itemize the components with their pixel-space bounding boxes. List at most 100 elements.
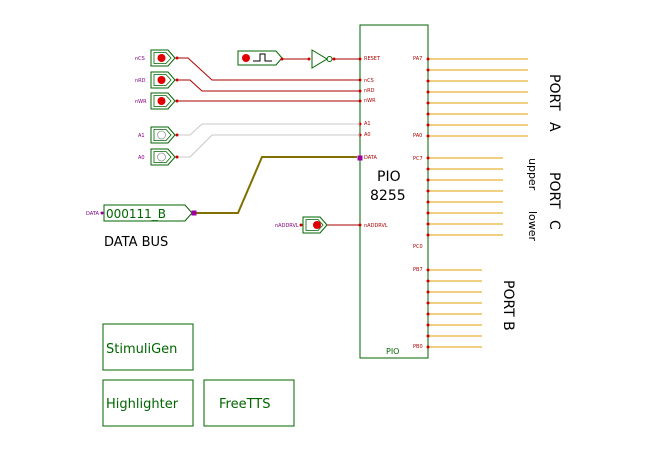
switch-output-dot (175, 133, 179, 137)
pin-dot-data (357, 155, 363, 161)
wire-data-bus (195, 156, 357, 214)
chip-name-line2: 8255 (370, 188, 406, 204)
port-b-pin-dot-5 (426, 290, 430, 294)
port-c-pin-dot-1 (426, 222, 430, 226)
switch-inner (153, 74, 172, 86)
pin-label-pc7: PC7 (413, 156, 423, 162)
port-a-pin-dot-1 (426, 123, 430, 127)
control-wires (177, 57, 360, 226)
port-b-pin-dot-7 (426, 268, 430, 272)
pin-label-nwr: nWR (364, 98, 376, 104)
pin-label-pa7: PA7 (413, 56, 422, 62)
pin-label-pb7: PB7 (413, 267, 423, 273)
switch-label-nwr: nWR (135, 99, 147, 105)
pin-label-naddrvl: nADDRVL (364, 223, 388, 229)
data-bus-field[interactable]: DATA 000111_B (86, 204, 197, 222)
port-c-pin-dot-5 (426, 178, 430, 182)
port-c-pin-dot-4 (426, 189, 430, 193)
switch-inner (305, 219, 324, 231)
wire-a1 (177, 123, 360, 136)
port-a-pin-dot-2 (426, 112, 430, 116)
switch-body (150, 148, 176, 166)
stimuligen-button[interactable]: StimuliGen (102, 323, 194, 371)
freetts-button-label: FreeTTS (219, 397, 271, 412)
port-b-pin-dot-2 (426, 323, 430, 327)
port-c-pin-dot-6 (426, 167, 430, 171)
reset-source-output-dot (280, 57, 284, 61)
input-switch-naddrvl[interactable]: nADDRVL (275, 216, 328, 234)
switch-body (150, 92, 176, 110)
reset-pulse-source[interactable] (237, 50, 284, 66)
switch-body (302, 216, 328, 234)
switch-label-ncs: nCS (135, 56, 145, 62)
switch-inner (153, 151, 172, 163)
pio-8255-chip: PIO 8255 PIO RESET nCS nRD nWR A1 A0 DAT… (357, 24, 429, 359)
port-a-label-line1: PORT (546, 74, 562, 111)
input-switch-ncs[interactable]: nCS (135, 49, 179, 67)
stimuligen-button-frame (102, 323, 194, 371)
port-c-pin-dot-7 (426, 156, 430, 160)
wire-nrd (177, 79, 360, 92)
freetts-button[interactable]: FreeTTS (203, 379, 295, 427)
reset-source-body (237, 50, 283, 66)
switch-label-a0: A0 (138, 155, 145, 161)
stimuligen-button-label: StimuliGen (106, 342, 177, 357)
inverter-triangle-icon (311, 49, 328, 69)
freetts-button-frame (203, 379, 295, 427)
inverter-output-dot (332, 57, 336, 61)
pin-label-ncs: nCS (364, 78, 374, 84)
inverter-input-dot (307, 57, 311, 61)
wire-ncs (177, 57, 360, 81)
switch-led-on (157, 97, 166, 105)
switch-output-dot (175, 99, 179, 103)
port-b-pin-dot-3 (426, 312, 430, 316)
port-a-pin-dot-5 (426, 79, 430, 83)
port-b-label: PORT B (500, 280, 516, 331)
port-a-pin-dot-3 (426, 101, 430, 105)
port-a-pin-dot-7 (426, 57, 430, 61)
switch-body (150, 49, 176, 67)
port-c-upper-label: upper (526, 158, 539, 191)
input-switch-nrd[interactable]: nRD (135, 71, 179, 89)
switch-led-off (157, 152, 166, 162)
data-bus-field-body (103, 204, 193, 222)
switch-input-dot (299, 223, 303, 227)
switch-led-off (157, 130, 166, 140)
inverter-bubble-icon (326, 56, 333, 62)
port-b-pin-dot-0 (426, 345, 430, 349)
switch-label-naddrvl: nADDRVL (275, 223, 299, 229)
pin-label-pa0: PA0 (413, 133, 422, 139)
highlighter-button[interactable]: Highlighter (102, 379, 194, 427)
chip-name-line1: PIO (377, 169, 401, 185)
pin-label-pc0: PC0 (413, 244, 423, 250)
switch-output-dot (175, 155, 179, 159)
data-bus-value[interactable]: 000111_B (106, 207, 166, 221)
input-switch-a1[interactable]: A1 (138, 126, 179, 144)
data-bus-label: DATA BUS (104, 235, 168, 250)
port-b-pin-dot-6 (426, 279, 430, 283)
reset-inverter (307, 49, 336, 69)
pin-label-reset: RESET (364, 56, 381, 62)
input-switch-nwr[interactable]: nWR (135, 92, 179, 110)
port-a-pin-dot-6 (426, 68, 430, 72)
switch-led-on (157, 54, 166, 62)
port-c-label-line1: PORT (546, 172, 562, 209)
reset-source-led (242, 54, 250, 62)
switch-inner (153, 95, 172, 107)
switch-led-on (157, 76, 166, 84)
chip-bottom-label: PIO (386, 347, 399, 356)
pin-label-data: DATA (364, 155, 377, 161)
switch-body (150, 126, 176, 144)
pin-label-pb0: PB0 (413, 344, 423, 350)
input-switch-a0[interactable]: A0 (138, 148, 179, 166)
switch-output-dot (175, 56, 179, 60)
switch-label-a1: A1 (138, 133, 145, 139)
port-a-pin-dot-0 (426, 134, 430, 138)
pin-label-a0: A0 (364, 132, 371, 138)
data-bus-input-dot (100, 211, 104, 215)
port-c-label-line2: C (546, 220, 562, 230)
port-c-lower-label: lower (526, 211, 539, 242)
pin-label-nrd: nRD (364, 88, 375, 94)
pin-label-a1: A1 (364, 121, 371, 127)
